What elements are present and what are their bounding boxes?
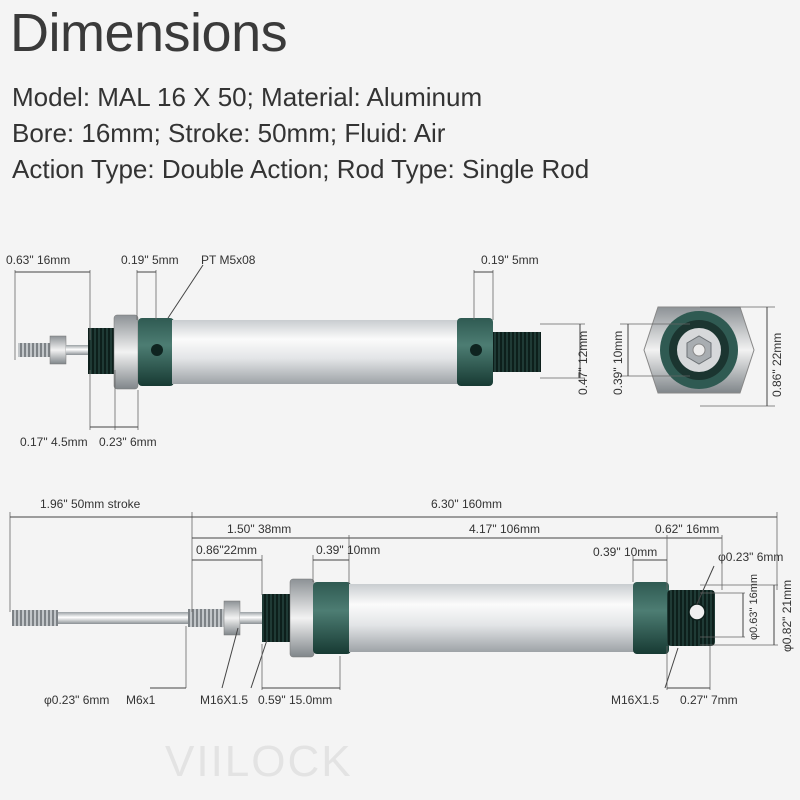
spec-bore-stroke-fluid: Bore: 16mm; Stroke: 50mm; Fluid: Air (12, 118, 446, 148)
dim-front-length: 1.50" 38mm (227, 522, 291, 536)
cylinder-side-view-top (18, 314, 541, 390)
barrel-tube (349, 584, 635, 652)
dim-stroke-word: stroke (108, 497, 141, 511)
rod-thread-end (12, 610, 58, 626)
spec-action-rod-type: Action Type: Double Action; Rod Type: Si… (12, 154, 590, 184)
mounting-nut (113, 314, 139, 390)
front-mount-thread (88, 328, 114, 374)
dim-end-outer-diameter: 0.86" 22mm (770, 333, 784, 397)
watermark-brand: VIILOCK (165, 737, 353, 786)
dim-stroke-length: 1.96" 50mm stroke (40, 497, 141, 511)
dim-end-thread-diameter: 0.47" 12mm (576, 331, 590, 395)
dim-end-inner-diameter: 0.39" 10mm (611, 331, 625, 395)
air-port-rear (470, 344, 482, 356)
end-rod-center (692, 343, 706, 357)
label-rear-thread: M16X1.5 (611, 693, 659, 707)
dim-front-thread-length: 0.86"22mm (196, 543, 257, 557)
dim-nut-thickness: 0.17" 4.5mm (20, 435, 88, 449)
piston-rod (66, 345, 88, 355)
dim-clevis-outer-diameter: φ0.82" 21mm (780, 580, 794, 652)
front-mount-thread (262, 594, 290, 642)
dim-stroke-value: 1.96" 50mm (40, 497, 108, 511)
dim-clevis-inner-diameter: φ0.63" 16mm (748, 574, 760, 640)
mounting-nut (289, 578, 315, 658)
dim-rod-thread-length: 0.63" 16mm (6, 253, 70, 267)
label-rod-thread: M6x1 (126, 693, 156, 707)
label-port-thread: PT M5x08 (201, 253, 256, 267)
dim-body-length: 4.17" 106mm (469, 522, 540, 536)
piston-rod-extended (58, 612, 188, 624)
rod-thread-front (188, 609, 226, 627)
dim-pin-hole-diameter: φ0.23" 6mm (718, 550, 783, 564)
dim-cap-width-right: 0.19" 5mm (481, 253, 539, 267)
dim-rear-thread-length: 0.27" 7mm (680, 693, 738, 707)
air-port-front (151, 344, 163, 356)
dim-clevis-length: 0.62" 16mm (655, 522, 719, 536)
clevis-pin-hole (688, 603, 706, 621)
rear-thread (493, 332, 541, 372)
rod-nut (49, 335, 67, 365)
rear-end-cap (633, 582, 669, 654)
spec-model-material: Model: MAL 16 X 50; Material: Aluminum (12, 82, 483, 112)
cylinder-side-view-bottom (12, 578, 715, 658)
front-end-cap (313, 582, 351, 654)
page-title: Dimensions (10, 3, 288, 63)
cylinder-end-view (643, 306, 755, 394)
dim-neck-length: 0.23" 6mm (99, 435, 157, 449)
dim-nut-width: 0.59" 15.0mm (258, 693, 332, 707)
dim-cap-width-left: 0.19" 5mm (121, 253, 179, 267)
dim-rear-cap-width: 0.39" 10mm (593, 545, 657, 559)
piston-rod (240, 612, 264, 624)
dim-rod-diameter: φ0.23" 6mm (44, 693, 109, 707)
barrel-tube (172, 320, 459, 384)
rod-thread-end (18, 343, 52, 357)
label-front-mount-thread: M16X1.5 (200, 693, 248, 707)
dim-total-length: 6.30" 160mm (431, 497, 502, 511)
dim-front-cap-width: 0.39" 10mm (316, 543, 380, 557)
